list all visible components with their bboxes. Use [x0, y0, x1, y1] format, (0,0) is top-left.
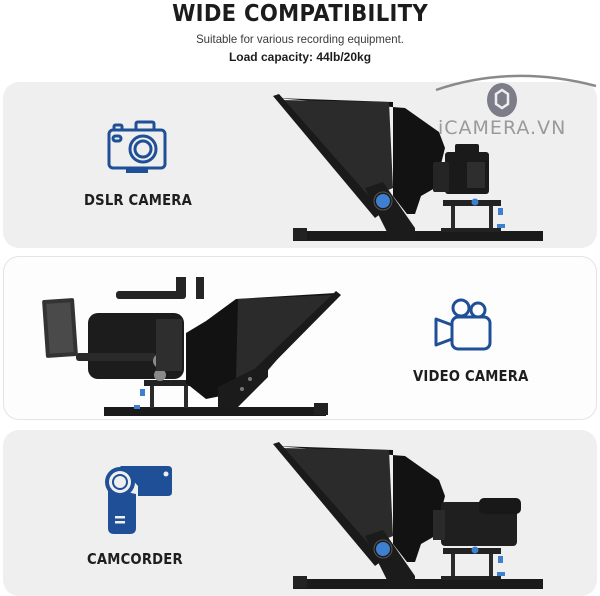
dslr-camera-icon: [107, 120, 167, 173]
teleprompter-dslr-image: [273, 94, 543, 241]
page-subtitle: Suitable for various recording equipment…: [196, 32, 404, 46]
page-header: WIDE COMPATIBILITY Suitable for various …: [0, 0, 600, 64]
section-label: DSLR CAMERA: [84, 191, 193, 209]
watermark-text: iCAMERA.VN: [438, 117, 566, 139]
section-video-camera: VIDEO CAMERA: [3, 256, 597, 420]
camcorder-icon: [105, 466, 172, 534]
section-label: VIDEO CAMERA: [413, 367, 529, 385]
page-title: WIDE COMPATIBILITY: [172, 1, 428, 27]
section-label: CAMCORDER: [87, 550, 183, 568]
teleprompter-video-camera-image: [42, 277, 341, 416]
section-camcorder: CAMCORDER: [3, 430, 597, 596]
load-capacity: Load capacity: 44lb/20kg: [228, 50, 372, 64]
teleprompter-camcorder-image: [273, 442, 543, 589]
watermark-logo: iCAMERA.VN: [435, 74, 597, 139]
video-camera-icon: [434, 298, 492, 351]
